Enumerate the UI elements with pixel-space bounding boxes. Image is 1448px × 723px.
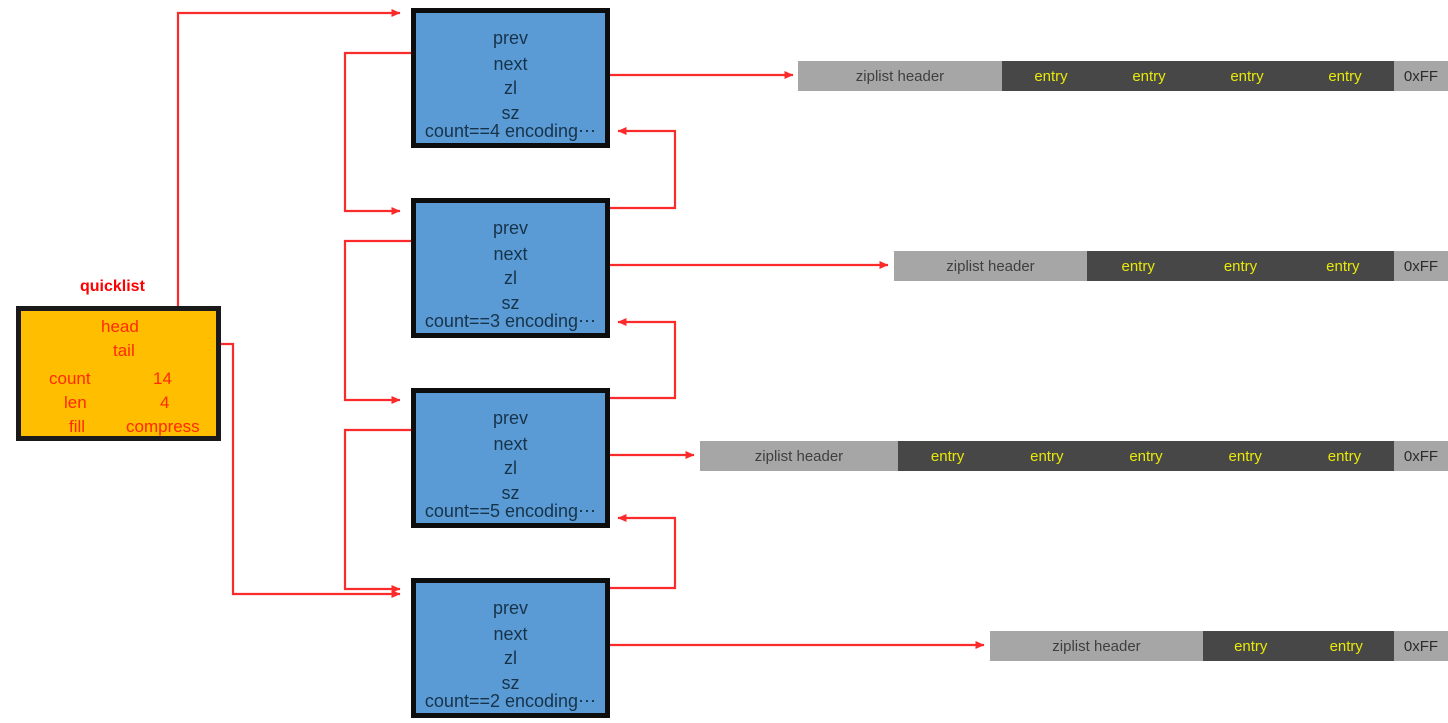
ziplist-2-entries: entry entry entry <box>1087 251 1394 281</box>
ziplist-1-entry-2: entry <box>1132 67 1166 85</box>
ziplist-2-header: ziplist header <box>894 251 1087 281</box>
node-3-field-zl: zl <box>504 458 517 478</box>
quicklist-node-2: prev next zl sz count==3 encoding⋯ <box>411 198 610 338</box>
quicklist-value-compress: compress <box>126 417 200 436</box>
quicklist-node-3: prev next zl sz count==5 encoding⋯ <box>411 388 610 528</box>
node-3-field-next: next <box>493 434 528 454</box>
quicklist-struct-box: head tail count 14 len 4 fill compress <box>16 306 221 441</box>
quicklist-field-len: len <box>64 393 87 412</box>
ziplist-1: ziplist header entry entry entry entry 0… <box>798 61 1448 91</box>
ziplist-4-end: 0xFF <box>1394 631 1448 661</box>
node-2-field-next: next <box>493 244 528 264</box>
ziplist-4-header: ziplist header <box>990 631 1203 661</box>
quicklist-field-fill: fill <box>69 417 86 436</box>
ziplist-2: ziplist header entry entry entry 0xFF <box>894 251 1448 281</box>
quicklist-field-count: count <box>49 369 91 388</box>
ziplist-3-entry-4: entry <box>1228 447 1262 465</box>
node-1-field-zl: zl <box>504 78 517 98</box>
ziplist-2-entry-2: entry <box>1223 257 1258 275</box>
ziplist-2-entry-3: entry <box>1326 257 1360 275</box>
node-2-footer: count==3 encoding⋯ <box>424 311 597 331</box>
node-4-field-zl: zl <box>504 648 517 668</box>
node-4-footer: count==2 encoding⋯ <box>424 691 597 711</box>
ziplist-2-end: 0xFF <box>1394 251 1448 281</box>
ziplist-4-entries: entry entry <box>1203 631 1394 661</box>
node-3-field-sz: sz <box>501 483 520 503</box>
node-1-footer: count==4 encoding⋯ <box>424 121 597 141</box>
ziplist-3-entry-3: entry <box>1129 447 1163 465</box>
ziplist-1-entry-3: entry <box>1230 67 1264 85</box>
ziplist-3-entry-1: entry <box>930 447 965 465</box>
node-3-footer: count==5 encoding⋯ <box>424 501 597 521</box>
node-2-field-prev: prev <box>492 218 528 238</box>
quicklist-value-count: 14 <box>153 369 172 388</box>
ziplist-1-entry-1: entry <box>1034 67 1068 85</box>
node-4-field-prev: prev <box>492 598 528 618</box>
quicklist-node-4: prev next zl sz count==2 encoding⋯ <box>411 578 610 718</box>
quicklist-field-tail: tail <box>113 341 135 360</box>
ziplist-4-entry-1: entry <box>1234 637 1268 655</box>
node-1-field-sz: sz <box>501 103 520 123</box>
quicklist-title: quicklist <box>80 278 145 295</box>
node-4-field-sz: sz <box>501 673 520 693</box>
node-4-field-next: next <box>493 624 528 644</box>
quicklist-value-len: 4 <box>160 393 170 412</box>
ziplist-3-entry-5: entry <box>1327 447 1362 465</box>
node-2-field-sz: sz <box>501 293 520 313</box>
node-3-field-prev: prev <box>492 408 528 428</box>
quicklist-field-head: head <box>101 317 139 336</box>
ziplist-1-end: 0xFF <box>1394 61 1448 91</box>
ziplist-3-header: ziplist header <box>700 441 898 471</box>
wire-head-to-node1 <box>143 9 401 324</box>
ziplist-3-end: 0xFF <box>1394 441 1448 471</box>
quicklist-node-1: prev next zl sz count==4 encoding⋯ <box>411 8 610 148</box>
ziplist-2-entry-1: entry <box>1121 257 1155 275</box>
ziplist-4-entry-2: entry <box>1329 637 1363 655</box>
ziplist-3: ziplist header entry entry entry entry e… <box>700 441 1448 471</box>
ziplist-4: ziplist header entry entry 0xFF <box>990 631 1448 661</box>
node-2-field-zl: zl <box>504 268 517 288</box>
ziplist-1-header: ziplist header <box>798 61 1002 91</box>
node-1-field-prev: prev <box>492 28 528 48</box>
ziplist-1-entries: entry entry entry entry <box>1002 61 1394 91</box>
node-1-field-next: next <box>493 54 528 74</box>
ziplist-3-entry-2: entry <box>1030 447 1064 465</box>
ziplist-1-entry-4: entry <box>1328 67 1362 85</box>
ziplist-3-entries: entry entry entry entry entry <box>898 441 1394 471</box>
